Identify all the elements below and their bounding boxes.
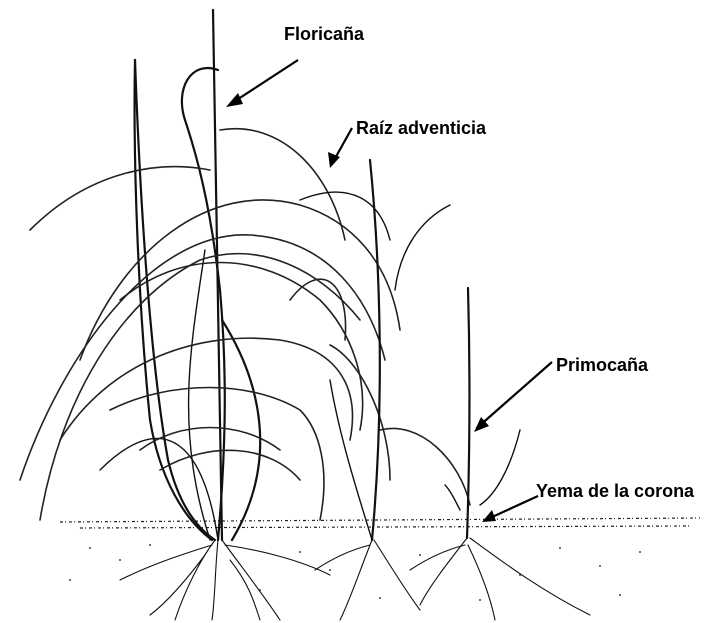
arching-canes: [20, 129, 470, 520]
label-floricana: Floricaña: [284, 24, 365, 44]
middle-canes: [300, 160, 450, 540]
roots: [120, 538, 590, 620]
label-yema-corona: Yema de la corona: [536, 481, 695, 501]
primocane: [445, 288, 520, 538]
label-raiz-adventicia: Raíz adventicia: [356, 118, 487, 138]
soil-surface: [60, 518, 700, 601]
label-primocana: Primocaña: [556, 355, 649, 375]
